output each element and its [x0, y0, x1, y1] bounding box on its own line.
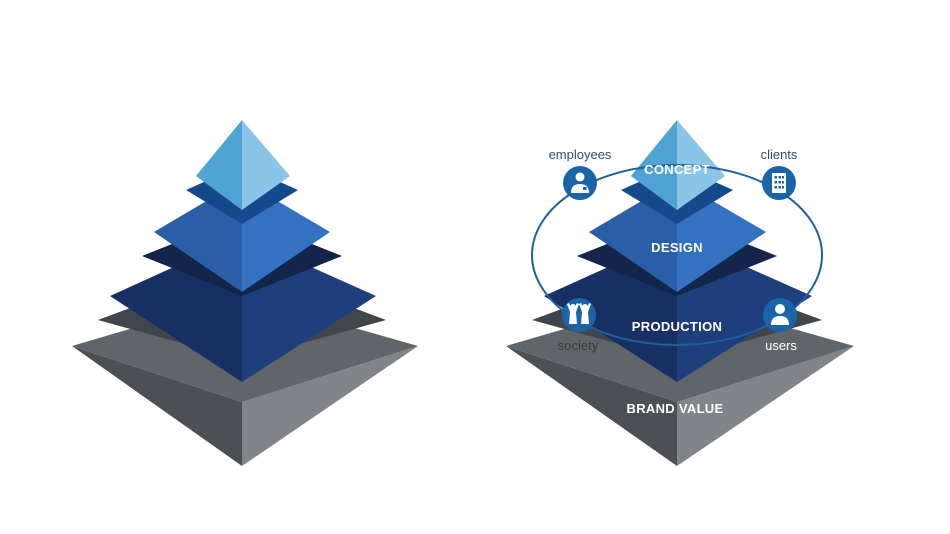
stakeholder-label-society: society — [558, 338, 599, 353]
stakeholder-ring — [531, 164, 823, 346]
right-tier-concept-left-face — [631, 120, 677, 210]
stakeholder-node-users — [763, 298, 797, 332]
stakeholder-node-employees — [563, 166, 597, 200]
layer-label-production: PRODUCTION — [632, 319, 722, 334]
layer-label-brand-value: BRAND VALUE — [627, 401, 724, 416]
layer-label-design: DESIGN — [651, 240, 703, 255]
stakeholder-label-clients: clients — [761, 147, 798, 162]
layer-label-concept: CONCEPT — [644, 162, 710, 177]
left-pyramid — [72, 120, 418, 466]
left-tier-concept-left-face — [196, 120, 242, 210]
stakeholder-label-users: users — [765, 338, 797, 353]
left-tier-brand-value-right-face — [242, 346, 418, 466]
stakeholder-label-employees: employees — [549, 147, 612, 162]
user-icon — [771, 304, 789, 325]
stakeholder-node-society — [562, 298, 596, 332]
left-tier-brand-value-left-face — [72, 346, 242, 466]
people-icon — [567, 303, 591, 324]
right-tier-concept-right-face — [677, 120, 725, 210]
stakeholder-employees: employees — [549, 147, 612, 200]
stakeholder-society: society — [558, 298, 599, 353]
stakeholder-users: users — [763, 298, 797, 353]
right-pyramid: CONCEPT DESIGN PRODUCTION BRAND VALUE em… — [506, 120, 854, 466]
building-icon — [772, 173, 786, 193]
worker-icon — [571, 172, 589, 193]
left-tier-concept-right-face — [242, 120, 290, 210]
right-tier-brand-value-left-face — [506, 346, 677, 466]
stakeholder-clients: clients — [761, 147, 798, 200]
right-tier-brand-value-right-face — [677, 346, 854, 466]
